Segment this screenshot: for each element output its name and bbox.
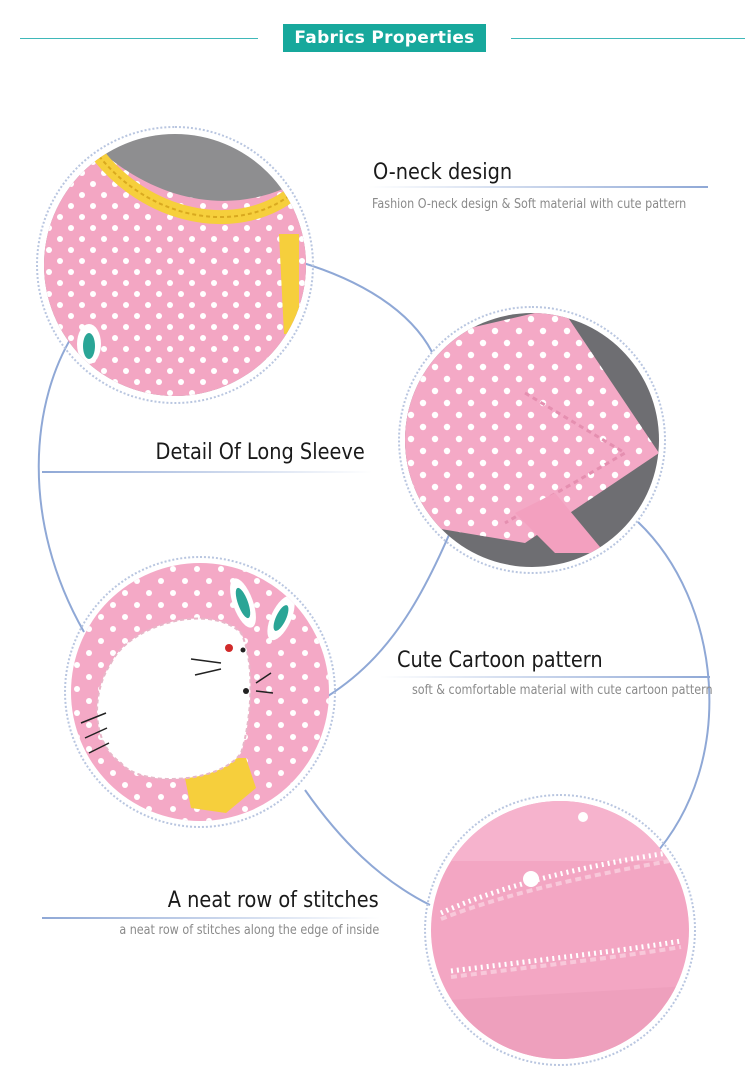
feature-underline-oneck: [368, 186, 708, 188]
oneck-photo: [44, 134, 306, 396]
feature-underline-stitches: [42, 917, 380, 919]
sleeve-photo: [405, 313, 659, 567]
section-title-badge: Fabrics Properties: [283, 24, 486, 52]
feature-subtitle-oneck: Fashion O-neck design & Soft material wi…: [372, 197, 687, 212]
feature-title-cartoon: Cute Cartoon pattern: [397, 648, 603, 673]
oneck-photo-ring: [36, 126, 314, 404]
sleeve-photo-ring: [398, 306, 666, 574]
feature-subtitle-stitches: a neat row of stitches along the edge of…: [119, 923, 379, 938]
feature-underline-sleeve: [42, 471, 372, 473]
header-line-right: [511, 38, 745, 39]
stitches-photo-ring: [424, 794, 696, 1066]
feature-underline-cartoon: [380, 676, 710, 678]
stitches-photo: [431, 801, 689, 1059]
cartoon-photo-ring: [64, 556, 336, 828]
feature-title-stitches: A neat row of stitches: [168, 888, 379, 913]
feature-title-oneck: O-neck design: [373, 160, 513, 185]
feature-title-sleeve: Detail Of Long Sleeve: [155, 440, 365, 465]
header-line-left: [20, 38, 258, 39]
cartoon-photo: [71, 563, 329, 821]
feature-subtitle-cartoon: soft & comfortable material with cute ca…: [412, 683, 713, 698]
